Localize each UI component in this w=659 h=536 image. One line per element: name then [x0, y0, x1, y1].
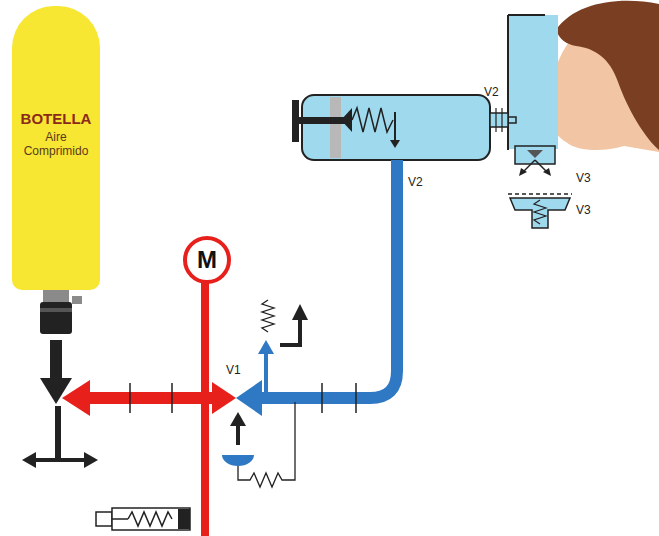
face-mask: [508, 15, 558, 176]
medium-pressure-line-part: [236, 380, 262, 416]
demand-regulator-part: [299, 117, 347, 124]
medium-pressure-line: [236, 160, 397, 416]
face-mask-part: [523, 160, 535, 172]
high-pressure-line-part: [84, 392, 216, 404]
demand-regulator-part: [390, 140, 400, 148]
face-mask-part: [519, 168, 527, 176]
demand-regulator-part: [508, 117, 516, 123]
high-pressure-line-part: [201, 278, 209, 536]
relief-valve-part: [258, 340, 274, 354]
supply-arrow-part: [84, 452, 98, 468]
face-profile-part: [556, 1, 659, 150]
warning-whistle-part: [178, 509, 190, 529]
bottle-valve-part: [43, 288, 69, 302]
pressure-reducer-part: [236, 424, 240, 445]
medium-pressure-line-part: [321, 383, 323, 413]
manometer-circle: M: [183, 236, 231, 284]
face-mask-part: [527, 150, 543, 158]
supply-arrow: [22, 340, 98, 468]
valve-label: V1: [226, 364, 241, 377]
exhalation-valve-detail-part: [534, 200, 546, 224]
valve-label: V3: [576, 204, 591, 217]
supply-arrow-part: [32, 458, 88, 462]
demand-regulator-part: [302, 95, 490, 160]
medium-pressure-line-part: [252, 160, 397, 398]
face-mask-part: [508, 14, 545, 16]
relief-valve-part: [262, 300, 274, 332]
valve-label: V3: [576, 172, 591, 185]
demand-regulator-part: [501, 108, 502, 132]
medium-pressure-line-part: [355, 383, 357, 413]
high-pressure-line-part: [212, 382, 236, 414]
gauge-letter: M: [197, 246, 217, 274]
demand-regulator-part: [490, 113, 508, 127]
relief-valve: [258, 300, 308, 392]
demand-regulator-part: [394, 112, 396, 140]
bottle-valve: [40, 288, 82, 334]
high-pressure-line-part: [171, 383, 173, 413]
bottle-valve-part: [40, 302, 72, 334]
valve-label: V2: [484, 86, 499, 99]
face-mask-part: [507, 15, 509, 150]
valve-label: V2: [408, 176, 423, 189]
warning-whistle-part: [96, 512, 112, 526]
supply-arrow-part: [55, 406, 61, 458]
exhalation-valve-detail-part: [510, 198, 570, 228]
demand-regulator-part: [352, 108, 393, 132]
pressure-reducer-part: [222, 455, 254, 466]
relief-valve-part: [264, 352, 268, 392]
cylinder-subtitle: Aire Comprimido: [18, 131, 94, 159]
face-mask-part: [515, 146, 555, 164]
warning-whistle-part: [112, 508, 190, 530]
high-pressure-line-part: [129, 383, 131, 413]
demand-regulator-part: [495, 108, 496, 132]
high-pressure-line: [62, 278, 236, 536]
face-mask-part: [543, 168, 551, 176]
gas-cylinder: BOTELLA Aire Comprimido: [12, 6, 100, 290]
pressure-reducer-part: [230, 412, 246, 426]
demand-regulator-part: [341, 108, 352, 132]
relief-valve-part: [292, 304, 308, 320]
supply-arrow-part: [22, 452, 36, 468]
exhalation-valve-detail: [508, 194, 572, 228]
bottle-valve-part: [40, 308, 72, 312]
high-pressure-line-part: [62, 380, 90, 416]
demand-regulator-part: [330, 97, 341, 158]
relief-valve-part: [280, 318, 300, 345]
face-mask-part: [535, 160, 547, 172]
demand-regulator-part: [292, 100, 299, 142]
exhalation-valve-detail-part: [508, 193, 572, 195]
pressure-reducer: [222, 402, 295, 487]
warning-whistle-part: [128, 512, 172, 526]
warning-whistle: [96, 508, 190, 530]
demand-regulator: [292, 95, 516, 160]
cylinder-title: BOTELLA: [21, 110, 92, 127]
supply-arrow-part: [50, 340, 62, 380]
face-mask-part: [508, 15, 558, 149]
face-profile: [545, 1, 659, 152]
warning-whistle-part: [112, 518, 128, 520]
pressure-reducer-part: [238, 402, 295, 487]
bottle-valve-part: [72, 296, 82, 304]
